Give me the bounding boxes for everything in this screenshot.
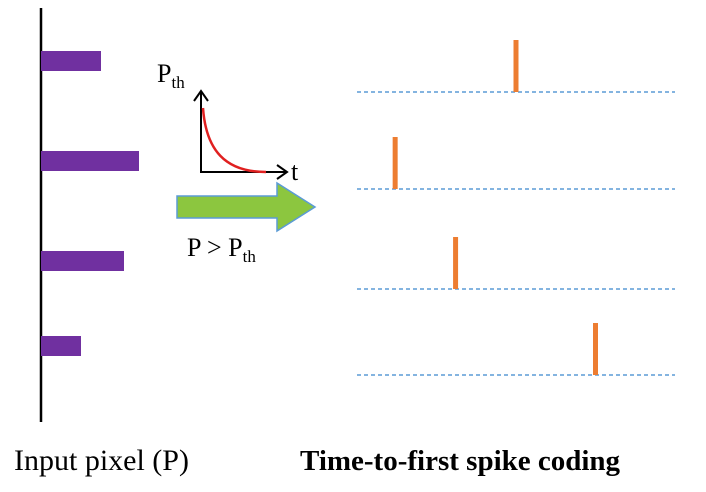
arrow-condition-sub: th xyxy=(243,247,257,266)
input-bar-2 xyxy=(41,151,139,171)
arrow-condition-label: P > Pth xyxy=(187,233,256,266)
threshold-y-label-sub: th xyxy=(171,73,185,92)
conversion-arrow xyxy=(176,181,317,233)
input-pixel-bars xyxy=(41,51,139,356)
input-bar-1 xyxy=(41,51,101,71)
arrow-condition-main: P > P xyxy=(187,233,243,262)
time-to-first-spike-label: Time-to-first spike coding xyxy=(300,445,621,477)
threshold-decay-curve xyxy=(201,107,267,174)
threshold-x-arrowhead xyxy=(276,164,289,180)
input-pixel-label: Input pixel (P) xyxy=(14,444,189,477)
input-bar-3 xyxy=(41,251,124,271)
threshold-y-label: Pth xyxy=(157,59,185,92)
threshold-curve-inset: Pth t xyxy=(157,59,299,186)
input-bar-4 xyxy=(41,336,81,356)
threshold-y-arrowhead xyxy=(193,89,209,102)
threshold-x-label: t xyxy=(291,157,299,186)
spike-trains xyxy=(357,40,675,376)
threshold-y-label-main: P xyxy=(157,59,171,88)
